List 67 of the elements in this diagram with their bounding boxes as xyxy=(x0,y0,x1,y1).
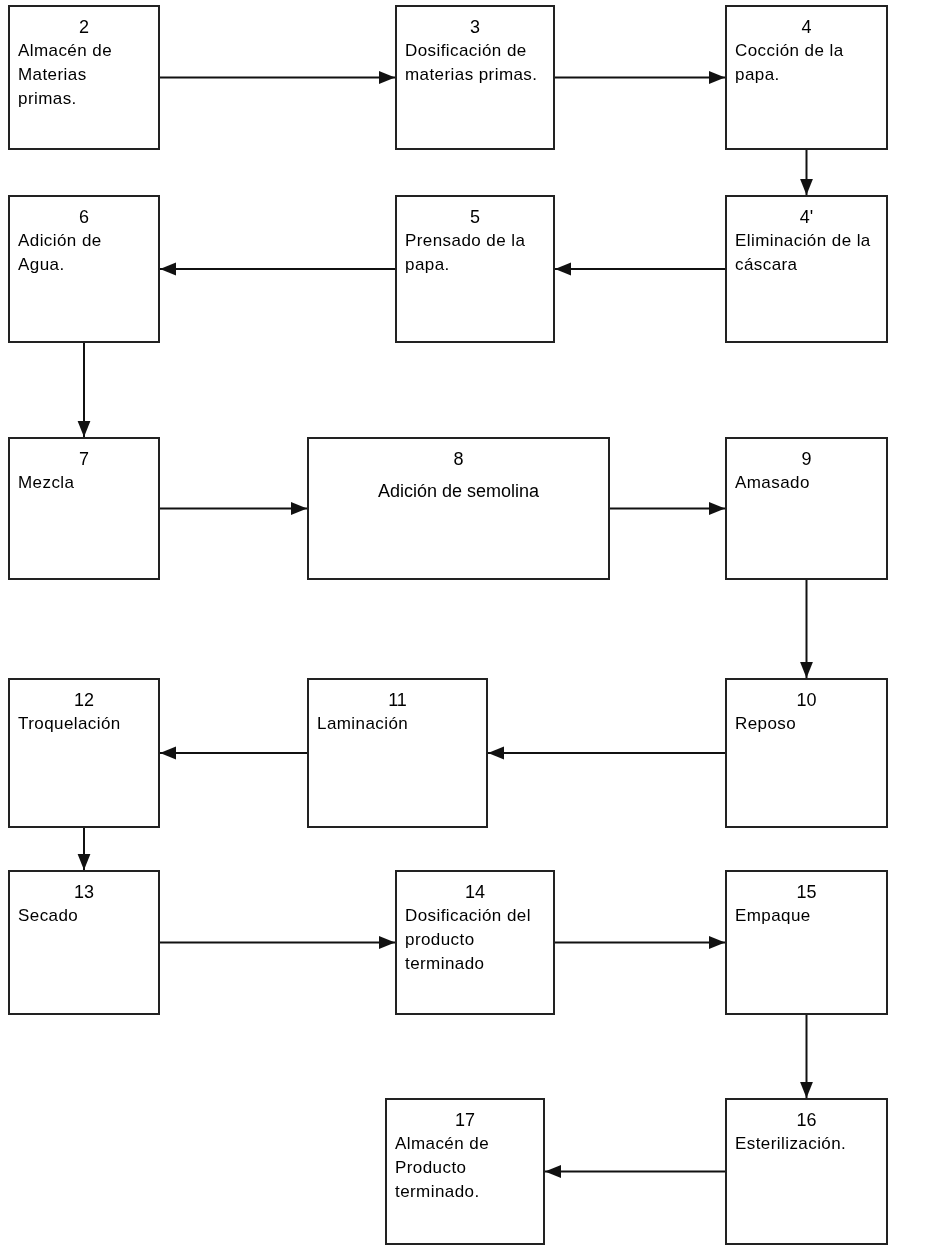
process-box xyxy=(725,870,888,1015)
step-label: Reposo xyxy=(735,713,798,735)
arrow xyxy=(800,149,813,196)
arrow xyxy=(544,1165,726,1178)
step-number: 12 xyxy=(74,689,94,712)
step-label: Amasado xyxy=(735,472,811,494)
step-label: Prensado de la papa. xyxy=(405,230,527,276)
step-number: 15 xyxy=(796,881,817,904)
arrow xyxy=(800,1014,813,1099)
step-label: Troquelación xyxy=(18,713,122,735)
step-number: 2 xyxy=(79,16,89,39)
arrow xyxy=(800,579,813,679)
process-box xyxy=(725,5,888,150)
step-number: 10 xyxy=(796,689,817,712)
step-number: 17 xyxy=(455,1109,475,1132)
process-box xyxy=(725,437,888,580)
process-box xyxy=(725,1098,888,1245)
step-label: Mezcla xyxy=(18,472,76,494)
step-number: 9 xyxy=(801,448,812,471)
arrow xyxy=(609,502,726,515)
process-box xyxy=(8,195,160,343)
step-number: 3 xyxy=(470,16,480,39)
arrow xyxy=(554,262,726,276)
step-number: 8 xyxy=(453,448,464,471)
step-label: Almacén de Producto terminado. xyxy=(395,1133,491,1203)
process-box xyxy=(395,5,555,150)
arrow xyxy=(159,936,396,949)
step-number: 6 xyxy=(79,206,89,229)
step-label: Cocción de la papa. xyxy=(735,40,845,86)
process-box xyxy=(395,870,555,1015)
step-label: Esterilización. xyxy=(735,1133,848,1155)
step-number: 14 xyxy=(465,881,485,904)
arrow xyxy=(159,746,308,760)
step-label: Adición de Agua. xyxy=(18,230,103,276)
process-box xyxy=(8,678,160,828)
arrow xyxy=(159,262,396,276)
step-label: Adición de semolina xyxy=(377,480,540,503)
arrow xyxy=(487,746,726,760)
step-label: Empaque xyxy=(735,905,812,927)
step-number: 13 xyxy=(74,881,94,904)
process-box xyxy=(725,678,888,828)
process-box xyxy=(8,870,160,1015)
step-label: Eliminación de la cáscara xyxy=(735,230,872,276)
arrow xyxy=(554,936,726,949)
step-number: 4' xyxy=(799,206,814,229)
process-box xyxy=(8,5,160,150)
step-number: 11 xyxy=(388,689,407,712)
step-label: Secado xyxy=(18,905,80,927)
step-label: Almacén de Materias primas. xyxy=(18,40,114,110)
process-box xyxy=(8,437,160,580)
step-label: Dosificación de materias primas. xyxy=(405,40,539,86)
arrow xyxy=(159,71,396,84)
arrow xyxy=(77,827,91,871)
process-box xyxy=(385,1098,545,1245)
step-number: 16 xyxy=(796,1109,817,1132)
step-label: Dosificación del producto terminado xyxy=(405,905,532,975)
step-number: 5 xyxy=(470,206,480,229)
arrow xyxy=(159,502,308,515)
arrow xyxy=(554,71,726,84)
process-box xyxy=(307,437,610,580)
process-box xyxy=(307,678,488,828)
step-number: 7 xyxy=(79,448,89,471)
process-box xyxy=(725,195,888,343)
step-number: 4 xyxy=(801,16,812,39)
process-box xyxy=(395,195,555,343)
arrow xyxy=(77,342,91,438)
step-label: Laminación xyxy=(317,713,410,735)
